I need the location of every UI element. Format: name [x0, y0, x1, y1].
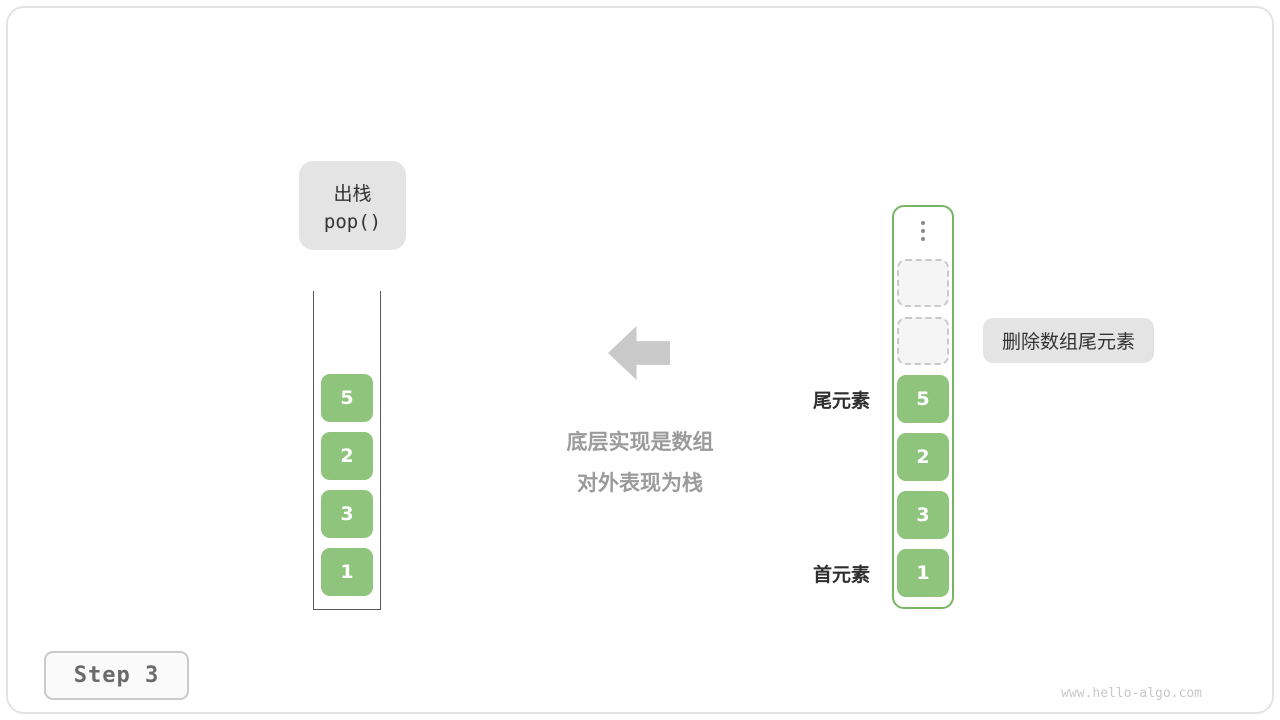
stack-container: 5 2 3 1 — [313, 291, 381, 610]
empty-cell — [897, 317, 949, 365]
pop-operation-label-code: pop() — [323, 210, 382, 233]
stack-cell: 2 — [321, 432, 373, 480]
pop-operation-label-cn: 出栈 — [333, 182, 372, 205]
pop-operation-label: 出栈 pop() — [299, 161, 406, 250]
stack-cell: 3 — [321, 490, 373, 538]
array-cell: 5 — [897, 375, 949, 423]
head-element-label: 首元素 — [812, 564, 870, 586]
stack-cell: 1 — [321, 548, 373, 596]
caption-line-1: 底层实现是数组 — [566, 430, 714, 454]
array-cell: 2 — [897, 433, 949, 481]
delete-annotation-label: 删除数组尾元素 — [983, 318, 1155, 363]
vertical-ellipsis-icon — [921, 213, 925, 249]
step-badge: Step 3 — [44, 651, 189, 700]
diagram-frame: 出栈 pop() 5 2 3 1 底层实现是数组 对外表现为栈 5 2 3 1 … — [6, 6, 1274, 714]
empty-cell — [897, 259, 949, 307]
stack-cell: 5 — [321, 374, 373, 422]
caption-line-2: 对外表现为栈 — [577, 471, 703, 495]
tail-element-label: 尾元素 — [812, 390, 870, 412]
watermark: www.hello-algo.com — [1061, 686, 1202, 701]
arrow-left-icon — [608, 326, 670, 380]
array-container: 5 2 3 1 — [892, 205, 954, 609]
array-cell: 1 — [897, 549, 949, 597]
array-cell: 3 — [897, 491, 949, 539]
caption: 底层实现是数组 对外表现为栈 — [490, 422, 790, 504]
